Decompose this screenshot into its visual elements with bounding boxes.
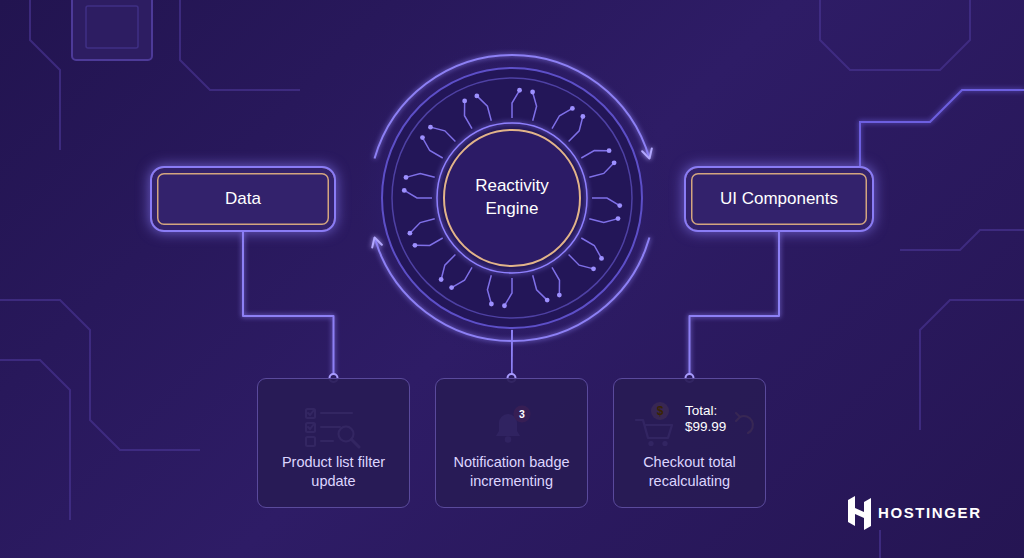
- spoke-dot: [599, 256, 604, 261]
- card-caption: Notification badge incrementing: [444, 453, 579, 491]
- engine-circle: Reactivity Engine: [380, 66, 644, 330]
- spoke: [569, 255, 594, 269]
- spoke-dot: [462, 99, 467, 104]
- card-caption: Product list filter update: [266, 453, 401, 491]
- spoke: [404, 190, 432, 198]
- spoke: [441, 255, 455, 280]
- cycle-arrows: [375, 55, 650, 341]
- spoke-dot: [545, 298, 550, 303]
- example-card: Checkout total recalculating: [613, 378, 766, 508]
- spoke: [452, 267, 472, 287]
- spoke-dot: [580, 114, 585, 119]
- spoke: [552, 108, 572, 128]
- connector: [336, 198, 380, 200]
- trace: [879, 530, 881, 558]
- connector: [243, 232, 334, 378]
- spoke-dot: [557, 293, 562, 298]
- spoke-dot: [420, 135, 425, 140]
- engine-core: [444, 130, 580, 266]
- spoke: [410, 219, 435, 233]
- spoke-dot: [617, 203, 622, 208]
- spoke-dot: [474, 93, 479, 98]
- hostinger-logo: [848, 496, 871, 530]
- spoke: [512, 90, 520, 118]
- spoke-dot: [612, 160, 617, 165]
- spoke-dot: [407, 231, 412, 236]
- spoke: [589, 219, 618, 223]
- box-label: Data: [225, 189, 261, 209]
- spoke-dot: [517, 88, 522, 93]
- inner-ring: [437, 123, 587, 273]
- spoke-dot: [449, 285, 454, 290]
- engine-halo: [352, 38, 672, 358]
- logo-mark: [848, 496, 871, 530]
- outer-ring: [382, 68, 642, 328]
- card-caption: Checkout total recalculating: [622, 453, 757, 491]
- spoke: [487, 275, 491, 304]
- connector: [644, 197, 684, 199]
- total-amount: Total: $99.99: [685, 403, 735, 443]
- spoke: [581, 238, 601, 258]
- connector: [511, 330, 514, 378]
- process-box: Data: [150, 166, 336, 232]
- spoke: [415, 238, 443, 246]
- trace: [900, 230, 1024, 250]
- spoke-dot: [428, 125, 433, 130]
- spoke-dot: [616, 216, 621, 221]
- trace: [920, 300, 1024, 430]
- badge-count: 3: [514, 406, 531, 423]
- box-label: UI Components: [720, 189, 838, 209]
- coin-symbol: $: [651, 402, 669, 420]
- spoke-dot: [530, 90, 535, 95]
- circuit-spokes: [404, 90, 619, 305]
- engine-ring: [380, 66, 644, 330]
- spoke-dot: [489, 302, 494, 307]
- spoke: [589, 163, 614, 177]
- trace: [180, 0, 300, 90]
- spoke-dot: [591, 266, 596, 271]
- spoke: [477, 96, 491, 121]
- spoke: [552, 267, 560, 295]
- brand-logo: HOSTINGER: [878, 503, 1008, 523]
- glow-trace: [860, 90, 1024, 166]
- example-card: Notification badge incrementing: [435, 378, 588, 508]
- spoke-dot: [413, 243, 418, 248]
- spoke: [406, 173, 435, 177]
- process-box: UI Components: [684, 166, 874, 232]
- spoke: [581, 151, 609, 159]
- spoke: [569, 116, 583, 141]
- engine-label: Reactivity Engine: [456, 175, 568, 221]
- spoke: [422, 138, 442, 158]
- connector: [690, 232, 780, 378]
- spoke: [533, 92, 537, 121]
- trace: [0, 360, 70, 520]
- spoke-dot: [439, 277, 444, 282]
- spoke: [504, 278, 512, 306]
- trace: [820, 0, 970, 70]
- trace: [30, 0, 60, 150]
- spoke-dot: [404, 175, 409, 180]
- ring: [392, 78, 632, 318]
- spoke: [533, 275, 547, 300]
- example-card: Product list filter update: [257, 378, 410, 508]
- trace: [0, 300, 200, 450]
- spoke-dot: [570, 106, 575, 111]
- chip: [72, 0, 152, 60]
- spoke: [465, 101, 473, 129]
- chip-body: [72, 0, 152, 60]
- chip-die: [86, 6, 138, 48]
- spoke: [592, 198, 620, 206]
- spoke: [430, 127, 455, 141]
- spoke-dot: [402, 188, 407, 193]
- spoke-dot: [502, 303, 507, 308]
- spoke-dot: [607, 148, 612, 153]
